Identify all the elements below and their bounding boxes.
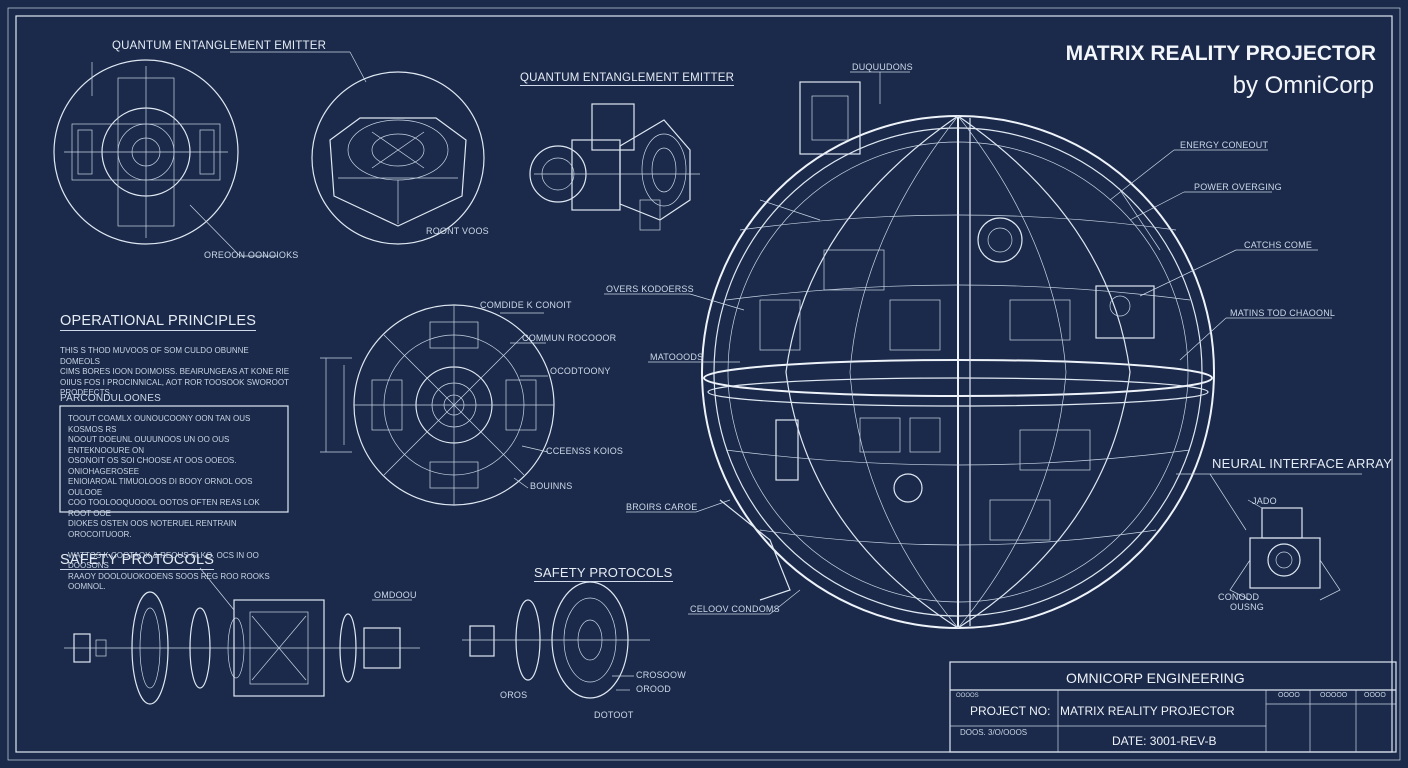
heading-emitter-center: QUANTUM ENTANGLEMENT EMITTER: [520, 72, 735, 86]
callout-9: CELOOV CONDOMS: [690, 604, 780, 614]
title-block: [949, 661, 1397, 753]
callout-5: MATINS TOD CHAOONL: [1230, 308, 1336, 318]
heading-emitter-left: QUANTUM ENTANGLEMENT EMITTER: [112, 40, 327, 52]
callout-14: BOUINNS: [530, 481, 573, 491]
callout-7: MATOOODS: [650, 352, 704, 362]
callout-11: COMMUN ROCOOOR: [522, 333, 617, 343]
main-title: MATRIX REALITY PROJECTOR: [1065, 42, 1376, 65]
callout-24: OUSNG: [1230, 602, 1265, 612]
callout-17: OMDOOU: [374, 590, 417, 600]
heading-safety-center: SAFETY PROTOCOLS: [534, 565, 673, 582]
core-assembly-detail: [320, 304, 555, 506]
heading-operational-principles: OPERATIONAL PRINCIPLES: [60, 313, 257, 331]
callout-13: CCEENSS KOIOS: [546, 446, 624, 456]
safety-assembly-left: [64, 567, 420, 705]
emitter-detail-right: [311, 71, 485, 245]
callout-22: JADO: [1252, 496, 1277, 506]
heading-neural-interface: NEURAL INTERFACE ARRAY: [1212, 456, 1392, 471]
callout-8: BROIRS CAROE: [626, 502, 698, 512]
tb-company: OMNICORP ENGINEERING: [1066, 670, 1245, 686]
tb-small-top: OOOOS: [956, 693, 979, 699]
outer-border: [7, 7, 1401, 761]
tb-date-value: DATE: 3001-REV-B: [1112, 734, 1217, 748]
callout-15: OREOON OONOIOKS: [204, 250, 299, 260]
tb-col1: OOOO: [1278, 692, 1300, 699]
callout-2: ENERGY CONEOUT: [1180, 140, 1269, 150]
main-subtitle: by OmniCorp: [1232, 72, 1374, 99]
matrix-sphere: [701, 81, 1215, 629]
emitter-device: [529, 103, 700, 231]
tb-project-value: MATRIX REALITY PROJECTOR: [1060, 704, 1235, 718]
tb-col2: OOOOO: [1320, 692, 1348, 699]
emitter-detail-left: [53, 51, 367, 257]
safety-assembly-center: [462, 581, 650, 699]
heading-safety-left: SAFETY PROTOCOLS: [60, 552, 215, 570]
callout-19: OROOD: [636, 684, 672, 694]
callout-21: OROS: [500, 690, 528, 700]
parameters-label: PARCONDULOONES: [60, 393, 161, 404]
callout-23: CONODD: [1218, 592, 1260, 602]
inner-border: [15, 15, 1393, 753]
callout-16: ROONT VOOS: [426, 226, 489, 236]
callout-12: OCODTOONY: [550, 366, 611, 376]
callout-3: POWER OVERGING: [1194, 182, 1282, 192]
parameters-box: [59, 405, 289, 513]
callout-1: DUQUUDONS: [852, 62, 913, 72]
callout-18: CROSOOW: [636, 670, 686, 680]
principles-body: THIS S THOD MUVOOS OF SOM CULDO OBUNNE D…: [60, 346, 290, 397]
tb-col3: OOOO: [1364, 692, 1386, 699]
parameters-body: TOOUT COAMLX OUNOUCOONY OON TAN OUS KOSM…: [68, 414, 270, 591]
sphere-leaders: [604, 71, 1362, 615]
neural-interface-device: [1229, 499, 1341, 601]
callout-10: COMDIDE K CONOIT: [480, 300, 572, 310]
tb-date-label: DOOS. 3/O/OOOS: [960, 728, 1028, 737]
tb-project-label: PROJECT NO:: [970, 704, 1051, 718]
callout-4: CATCHS COME: [1244, 240, 1313, 250]
callout-6: OVERS KODOERSS: [606, 284, 694, 294]
callout-20: DOTOOT: [594, 710, 634, 720]
